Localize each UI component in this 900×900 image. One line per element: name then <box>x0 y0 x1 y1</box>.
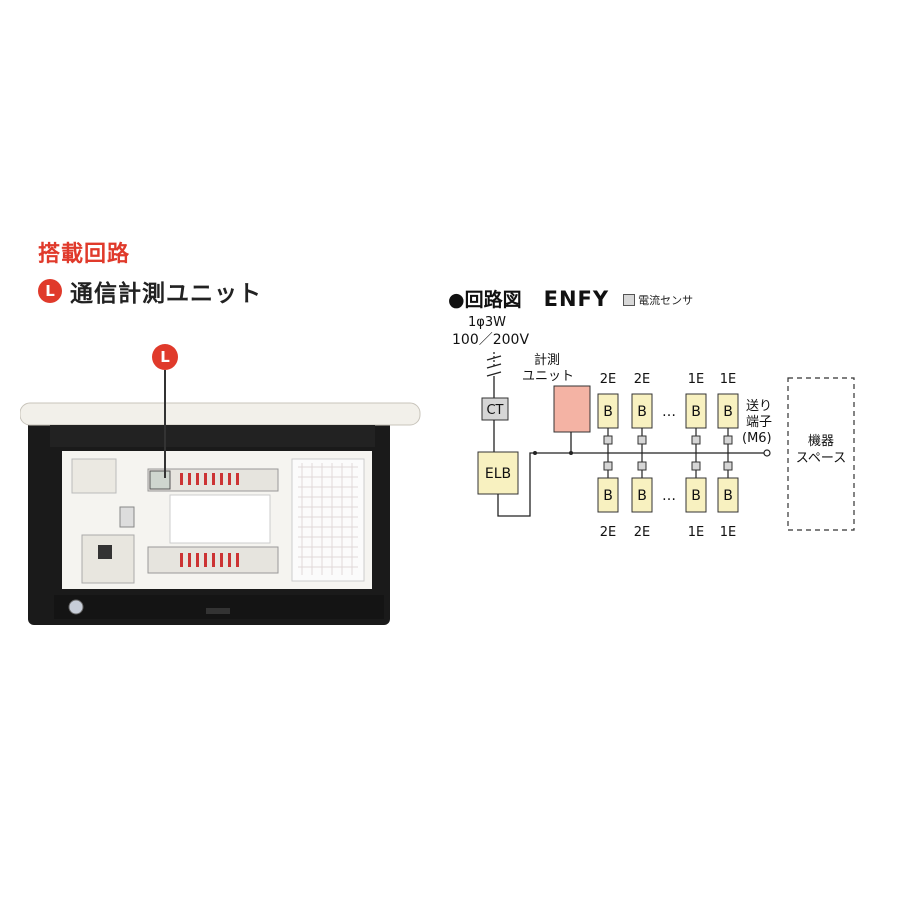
bottom-breaker-1-label: B <box>603 488 613 504</box>
model-name: ENFY <box>543 287 610 311</box>
top-rating-2: 2E <box>634 372 651 387</box>
bottom-breaker-2-label: B <box>637 488 647 504</box>
mounted-circuit-heading: 搭載回路 <box>38 242 131 267</box>
elb-breaker <box>477 451 519 495</box>
top-breaker-1-label: B <box>603 404 613 420</box>
bottom-ellipsis: … <box>662 488 676 504</box>
meter-unit-module <box>149 470 171 490</box>
current-sensors <box>603 435 733 471</box>
circuit-diagram-title-row: ● 回路図 ENFY 電流センサ <box>448 285 693 312</box>
feed-terminal-point <box>763 449 771 457</box>
sensor-square-icon <box>623 294 636 306</box>
equipment-space-label-2: スペース <box>796 451 846 466</box>
top-rating-4: 1E <box>720 372 737 387</box>
bottom-breaker-4-label: B <box>723 488 733 504</box>
panel-callout-marker: L <box>152 344 178 370</box>
top-rating-1: 2E <box>600 372 617 387</box>
meter-label-1: 計測 <box>534 352 560 368</box>
breaker-indicators <box>180 473 239 567</box>
bottom-breaker-3 <box>685 477 707 513</box>
ct-label: CT <box>486 403 503 418</box>
supply-phase-label: 1φ3W <box>468 315 506 330</box>
meter-label-2: ユニット <box>522 369 574 384</box>
bottom-rating-4: 1E <box>720 525 737 540</box>
callout-leader-line <box>164 370 166 478</box>
supply-voltage-label: 100／200V <box>452 332 529 348</box>
unit-legend: L 通信計測ユニット <box>38 274 262 308</box>
terminal-label-1: 送り <box>746 399 772 414</box>
circuit-diagram-title: 回路図 <box>464 289 522 311</box>
unit-name: 通信計測ユニット <box>70 281 262 307</box>
bottom-rating-2: 2E <box>634 525 651 540</box>
bottom-breaker-3-label: B <box>691 488 701 504</box>
elb-label: ELB <box>485 466 511 482</box>
bottom-rating-3: 1E <box>688 525 705 540</box>
feed-wire <box>486 352 502 398</box>
lock-icon <box>68 599 84 615</box>
top-breaker-2-label: B <box>637 404 647 420</box>
top-breaker-4-label: B <box>723 404 733 420</box>
bottom-rating-1: 2E <box>600 525 617 540</box>
top-breaker-3-label: B <box>691 404 701 420</box>
sensor-legend: 電流センサ <box>623 292 693 308</box>
sensor-legend-label: 電流センサ <box>638 294 694 307</box>
title-bullet: ● <box>448 289 465 311</box>
board-top-cover <box>20 402 421 426</box>
top-rating-3: 1E <box>688 372 705 387</box>
terminal-label-3: (M6) <box>742 431 772 446</box>
bottom-breaker-1 <box>597 477 619 513</box>
equipment-space-box <box>787 377 855 531</box>
bottom-breaker-4 <box>717 477 739 513</box>
meter-unit-box <box>553 385 591 433</box>
distribution-board-image <box>20 402 421 625</box>
unit-badge: L <box>38 279 62 303</box>
circuit-diagram: 1φ3W 100／200V CT ELB 計測 ユニット 2E 2E 1E 1E… <box>452 315 855 540</box>
equipment-space-label-1: 機器 <box>808 434 834 449</box>
bottom-breaker-2 <box>631 477 653 513</box>
ct-box <box>481 397 509 421</box>
top-ellipsis: … <box>662 404 676 420</box>
terminal-label-2: 端子 <box>746 415 772 430</box>
